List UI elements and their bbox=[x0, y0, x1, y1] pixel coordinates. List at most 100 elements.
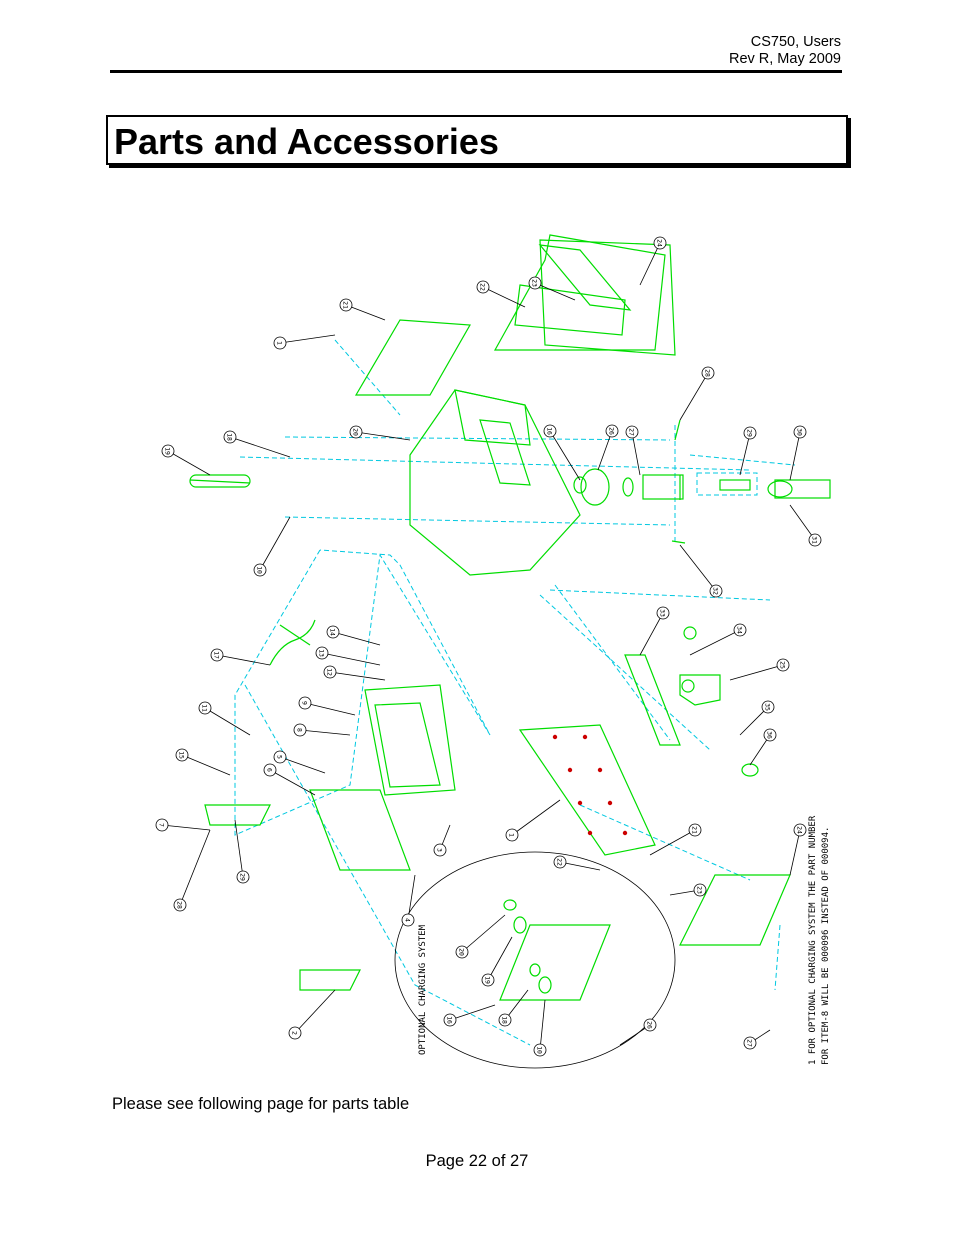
callout-number: 26 bbox=[646, 1021, 654, 1029]
callout-number: 18 bbox=[501, 1016, 509, 1024]
callout-25: 25 bbox=[729, 658, 790, 681]
callout-number: 22 bbox=[556, 858, 564, 866]
callout-number: 21 bbox=[691, 826, 699, 834]
callout-number: 19 bbox=[484, 976, 492, 984]
callout-18: 18 bbox=[223, 430, 291, 458]
parts-outlines bbox=[189, 234, 831, 1001]
callout-number: 10 bbox=[536, 1046, 544, 1054]
callout-number: 14 bbox=[329, 628, 337, 636]
parts-table-note: Please see following page for parts tabl… bbox=[112, 1095, 410, 1113]
callout-32: 32 bbox=[679, 544, 723, 598]
callout-number: 6 bbox=[266, 768, 274, 772]
callout-15: 15 bbox=[175, 748, 231, 776]
callout-number: 13 bbox=[318, 649, 326, 657]
callout-number: 20 bbox=[458, 948, 466, 956]
callout-number: 24 bbox=[656, 239, 664, 247]
callout-number: 24 bbox=[796, 826, 804, 834]
callout-28: 28 bbox=[173, 829, 211, 912]
callout-9: 9 bbox=[298, 696, 356, 716]
callout-16: 16 bbox=[543, 424, 581, 481]
callout-26: 26 bbox=[597, 424, 619, 471]
header-rule bbox=[110, 70, 842, 73]
callout-20: 20 bbox=[349, 425, 411, 441]
callout-1: 1 bbox=[273, 334, 336, 350]
callout-12: 12 bbox=[323, 665, 386, 681]
callout-number: 36 bbox=[766, 731, 774, 739]
callout-number: 17 bbox=[213, 651, 221, 659]
callout-number: 18 bbox=[226, 433, 234, 441]
assembly-axis-lines bbox=[234, 339, 796, 1046]
callout-number: 19 bbox=[164, 447, 172, 455]
callout-11: 11 bbox=[198, 701, 251, 736]
callout-22: 22 bbox=[476, 280, 526, 308]
drawing-note-line2: FOR ITEM-8 WILL BE 000096 INSTEAD OF 000… bbox=[821, 827, 831, 1065]
callout-3: 3 bbox=[433, 824, 451, 857]
callout-6: 6 bbox=[263, 763, 316, 796]
callout-19: 19 bbox=[161, 444, 211, 476]
callout-29: 29 bbox=[234, 819, 250, 884]
callout-19: 19 bbox=[481, 936, 513, 987]
callout-24: 24 bbox=[789, 823, 807, 876]
hole-marks bbox=[552, 734, 628, 836]
callout-number: 28 bbox=[176, 901, 184, 909]
callout-number: 9 bbox=[301, 701, 309, 705]
callout-27: 27 bbox=[625, 425, 641, 476]
callout-28: 28 bbox=[679, 366, 715, 421]
callout-number: 27 bbox=[628, 428, 636, 436]
callout-number: 10 bbox=[256, 566, 264, 574]
section-title: Parts and Accessories bbox=[114, 121, 499, 162]
callout-2: 2 bbox=[288, 989, 336, 1040]
callout-number: 29 bbox=[239, 873, 247, 881]
callout-number: 2 bbox=[291, 1031, 299, 1035]
optional-system-label: OPTIONAL CHARGING SYSTEM bbox=[418, 924, 428, 1055]
callout-31: 31 bbox=[789, 504, 822, 547]
callout-number: 29 bbox=[746, 429, 754, 437]
callout-number: 1 bbox=[508, 833, 516, 837]
callout-number: 27 bbox=[746, 1039, 754, 1047]
callout-14: 14 bbox=[326, 625, 381, 646]
callout-36: 36 bbox=[749, 728, 777, 766]
callout-number: 20 bbox=[352, 428, 360, 436]
callout-10: 10 bbox=[253, 516, 291, 577]
callout-8: 8 bbox=[293, 723, 351, 737]
callout-number: 32 bbox=[712, 587, 720, 595]
callout-number: 25 bbox=[779, 661, 787, 669]
callout-number: 12 bbox=[326, 668, 334, 676]
callout-number: 23 bbox=[531, 279, 539, 287]
callout-13: 13 bbox=[315, 646, 381, 666]
document-name: CS750, Users bbox=[750, 34, 841, 50]
page-number: Page 22 of 27 bbox=[425, 1152, 529, 1170]
callout-5: 5 bbox=[273, 750, 326, 774]
callout-number: 8 bbox=[296, 728, 304, 732]
callout-16: 16 bbox=[443, 1004, 496, 1027]
callout-23: 23 bbox=[528, 276, 576, 301]
callout-number: 23 bbox=[696, 886, 704, 894]
callout-20: 20 bbox=[455, 914, 506, 959]
callout-number: 5 bbox=[276, 755, 284, 759]
callout-30: 30 bbox=[789, 425, 807, 481]
callout-number: 16 bbox=[546, 427, 554, 435]
callout-number: 16 bbox=[446, 1016, 454, 1024]
callout-21: 21 bbox=[339, 298, 386, 321]
callout-number: 1 bbox=[276, 341, 284, 345]
optional-charging-detail-ellipse bbox=[394, 851, 676, 1069]
callout-17: 17 bbox=[210, 648, 271, 666]
callout-33: 33 bbox=[639, 606, 670, 656]
callout-1: 1 bbox=[505, 799, 561, 842]
callout-24: 24 bbox=[639, 236, 667, 286]
callout-26: 26 bbox=[619, 1018, 657, 1046]
callout-number: 26 bbox=[608, 427, 616, 435]
revision-date: Rev R, May 2009 bbox=[728, 51, 841, 67]
callout-number: 33 bbox=[659, 609, 667, 617]
callout-number: 3 bbox=[436, 848, 444, 852]
callout-22: 22 bbox=[553, 855, 601, 871]
callout-number: 31 bbox=[811, 536, 819, 544]
callout-29: 29 bbox=[739, 426, 757, 476]
callout-number: 21 bbox=[342, 301, 350, 309]
callout-number: 4 bbox=[404, 918, 412, 922]
callout-21: 21 bbox=[649, 823, 702, 856]
callout-number: 22 bbox=[479, 283, 487, 291]
callout-18: 18 bbox=[498, 989, 529, 1027]
